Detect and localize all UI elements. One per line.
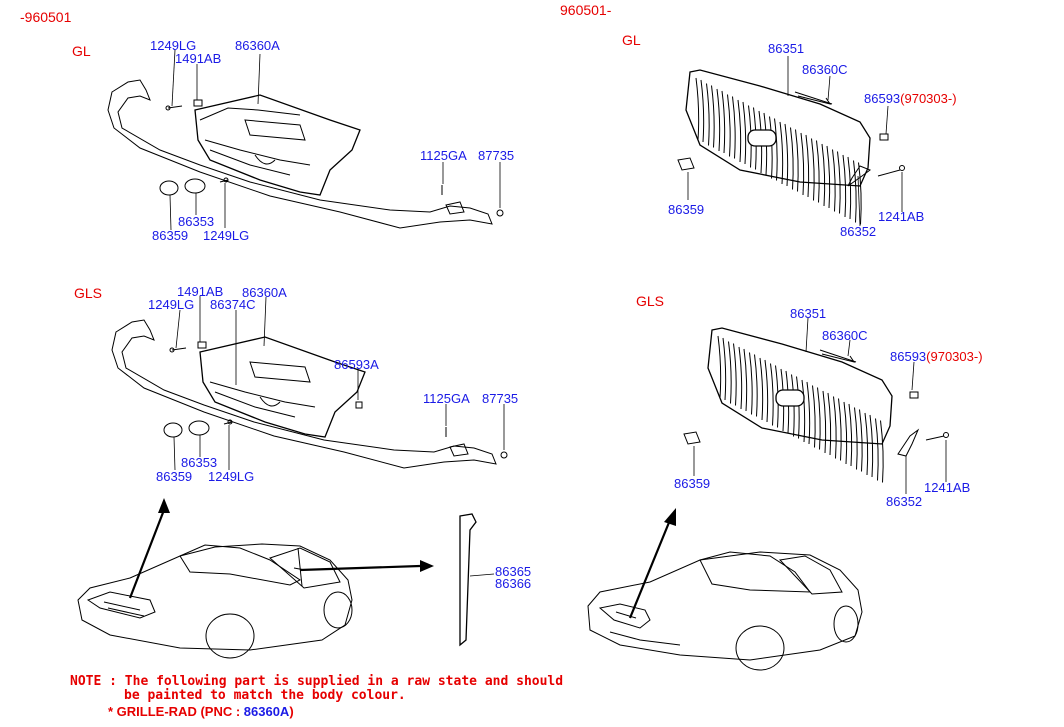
grille-slat xyxy=(800,132,810,198)
grille-slat xyxy=(821,143,831,209)
grille-slat xyxy=(716,88,726,154)
pointer-arrows-left xyxy=(128,498,434,599)
part-label-1241ab-top: 1241AB xyxy=(878,209,924,224)
grille-slat xyxy=(749,352,758,417)
part-label-86360c-top: 86360C xyxy=(802,62,848,77)
grille-assembly-gls-early xyxy=(111,319,508,469)
variant-gl-left: GL xyxy=(72,43,91,59)
note-line-1: NOTE : The following part is supplied in… xyxy=(70,674,563,689)
part-label-86374c: 86374C xyxy=(210,297,256,312)
date-range-left: -960501 xyxy=(20,9,72,25)
part-label-86351-bottom: 86351 xyxy=(790,306,826,321)
grille-slat xyxy=(854,407,863,472)
molding-piece xyxy=(459,513,477,647)
leader-lines-bottom-left xyxy=(173,296,505,471)
grille-slat xyxy=(759,357,769,423)
part-label-1491ab-bottom: 1491AB xyxy=(177,284,223,299)
car-illustration-late xyxy=(587,551,863,671)
part-label-86593-bottom: 86593(970303-) xyxy=(890,349,983,364)
part-label-1241ab-bottom: 1241AB xyxy=(924,480,970,495)
part-label-86366: 86366 xyxy=(495,576,531,591)
grille-assembly-gl-early xyxy=(107,79,504,229)
part-label-86360a-top: 86360A xyxy=(235,38,280,53)
part-label-87735-top: 87735 xyxy=(478,148,514,163)
pointer-arrow-right xyxy=(628,508,676,619)
date-range-right: 960501- xyxy=(560,2,612,18)
grille-slat xyxy=(811,138,820,203)
part-label-1249lg-bottom-2: 1249LG xyxy=(208,469,254,484)
part-label-86353-bottom: 86353 xyxy=(181,455,217,470)
part-label-86359-bottom-right: 86359 xyxy=(674,476,710,491)
grille-slat xyxy=(779,121,789,187)
grille-slat xyxy=(833,396,842,461)
grille-slat xyxy=(769,116,778,181)
grille-slat xyxy=(832,149,841,214)
grille-slat xyxy=(738,346,748,412)
variant-gls-left: GLS xyxy=(74,285,102,301)
part-label-86593a: 86593A xyxy=(334,357,379,372)
part-label-86360a-bottom: 86360A xyxy=(242,285,287,300)
grille-slat xyxy=(737,99,747,165)
grille-assembly-gls-late xyxy=(683,327,949,483)
grille-slat xyxy=(727,94,736,159)
part-label-86352-bottom: 86352 xyxy=(886,494,922,509)
part-label-1125ga-bottom: 1125GA xyxy=(423,391,470,406)
grille-slat xyxy=(822,390,832,456)
note-line-2: be painted to match the body colour. xyxy=(124,688,406,703)
grille-slat xyxy=(790,127,799,192)
grille-slat xyxy=(706,83,715,148)
part-label-86359-top: 86359 xyxy=(152,228,188,243)
grille-slat xyxy=(728,341,737,406)
variant-gls-right: GLS xyxy=(636,293,664,309)
grille-slat xyxy=(843,401,853,467)
variant-gl-right: GL xyxy=(622,32,641,48)
part-label-86365: 86365 xyxy=(495,564,531,579)
leader-lines-bottom-right xyxy=(693,317,947,494)
car-illustration-early xyxy=(77,543,353,659)
part-label-1249lg-bottom: 1249LG xyxy=(148,297,194,312)
part-label-86593-top: 86593(970303-) xyxy=(864,91,957,106)
grille-slat xyxy=(812,385,821,450)
grille-slat xyxy=(875,418,884,483)
part-label-86353-top: 86353 xyxy=(178,214,214,229)
part-label-86360c-bottom: 86360C xyxy=(822,328,868,343)
grille-slat xyxy=(717,335,727,401)
part-label-86359-top-right: 86359 xyxy=(668,202,704,217)
part-label-86359-bottom: 86359 xyxy=(156,469,192,484)
grille-assembly-gl-late xyxy=(677,69,905,225)
part-label-1491ab-top: 1491AB xyxy=(175,51,221,66)
part-label-1249lg-bottom-top: 1249LG xyxy=(203,228,249,243)
part-label-86352-top: 86352 xyxy=(840,224,876,239)
part-label-1125ga-top: 1125GA xyxy=(420,148,467,163)
grille-slat xyxy=(842,154,852,220)
part-label-86351-top: 86351 xyxy=(768,41,804,56)
leader-lines-top-left xyxy=(169,49,501,231)
part-label-1249lg-top: 1249LG xyxy=(150,38,196,53)
note-line-3: * GRILLE-RAD (PNC : 86360A) xyxy=(108,704,294,719)
grille-slat xyxy=(801,379,811,445)
grille-slat xyxy=(695,77,705,143)
grille-slat xyxy=(864,412,874,478)
leader-lines-top-right xyxy=(687,56,903,227)
part-label-87735-bottom: 87735 xyxy=(482,391,518,406)
